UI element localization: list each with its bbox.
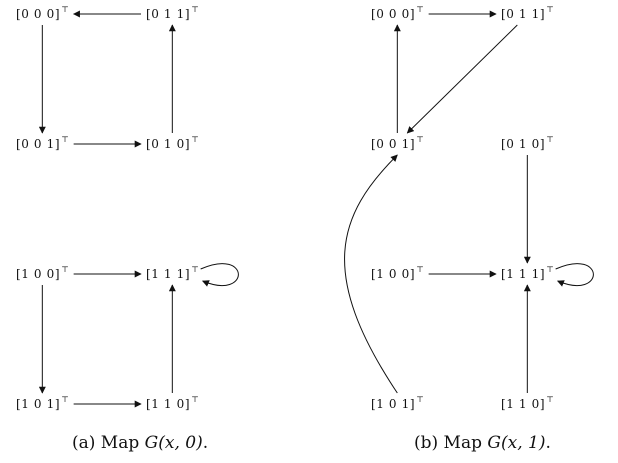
edge-b-101-to-001 [344,154,398,394]
node-a-110: [1 1 0]⊤ [146,395,199,411]
node-b-110: [1 1 0]⊤ [501,395,554,411]
node-b-100: [1 0 0]⊤ [371,265,424,281]
node-a-010: [0 1 0]⊤ [146,135,199,151]
caption-b: (b) Map G(x, 1). [414,433,551,453]
node-a-011: [0 1 1]⊤ [146,5,199,21]
node-a-000: [0 0 0]⊤ [16,5,69,21]
node-a-100: [1 0 0]⊤ [16,265,69,281]
node-a-001: [0 0 1]⊤ [16,135,69,151]
caption-a: (a) Map G(x, 0). [72,433,209,453]
node-b-010: [0 1 0]⊤ [501,135,554,151]
node-b-011: [0 1 1]⊤ [501,5,554,21]
edge-b-111-to-111 [555,263,594,287]
edge-a-111-to-111 [200,263,239,287]
node-b-001: [0 0 1]⊤ [371,135,424,151]
node-b-111: [1 1 1]⊤ [501,265,554,281]
node-a-111: [1 1 1]⊤ [146,265,199,281]
node-b-000: [0 0 0]⊤ [371,5,424,21]
node-a-101: [1 0 1]⊤ [16,395,69,411]
edge-b-011-to-001 [406,24,518,134]
node-b-101: [1 0 1]⊤ [371,395,424,411]
